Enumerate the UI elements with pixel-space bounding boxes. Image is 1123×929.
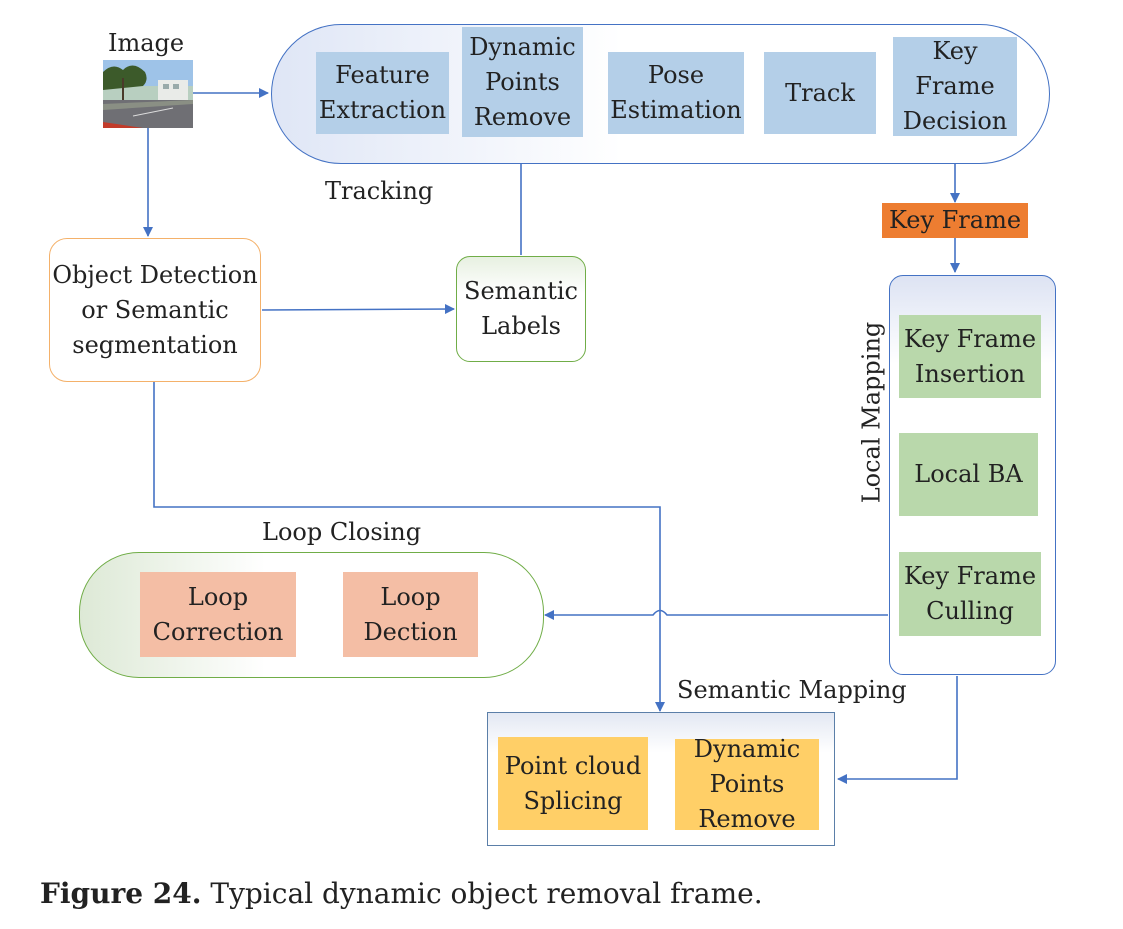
- arrow-local-to-loop: [544, 609, 888, 620]
- dynamic-points-remove-step: Dynamic Points Remove: [462, 27, 583, 137]
- loop-dection-step: Loop Dection: [343, 572, 478, 657]
- key-frame-insertion-step: Key Frame Insertion: [899, 315, 1041, 398]
- tracking-label: Tracking: [325, 177, 434, 205]
- key-frame-decision-step: Key Frame Decision: [893, 37, 1017, 136]
- pose-estimation-step: Pose Estimation: [608, 52, 744, 134]
- loop-closing-label: Loop Closing: [262, 518, 422, 546]
- arrow-detection-to-labels: [261, 304, 455, 315]
- figure-number: Figure 24.: [40, 877, 202, 910]
- key-frame-culling-step: Key Frame Culling: [899, 552, 1041, 636]
- input-image-thumbnail: [103, 60, 193, 128]
- object-detection-box: Object Detection or Semantic segmentatio…: [49, 238, 261, 382]
- local-mapping-label: Local Mapping: [857, 321, 886, 504]
- track-step: Track: [764, 52, 876, 134]
- local-ba-step: Local BA: [899, 433, 1038, 516]
- semantic-dynamic-points-remove-step: Dynamic Points Remove: [675, 735, 819, 833]
- caption-text: Typical dynamic object removal frame.: [210, 877, 763, 910]
- figure-caption: Figure 24. Typical dynamic object remova…: [40, 876, 763, 912]
- semantic-mapping-label: Semantic Mapping: [677, 676, 907, 704]
- semantic-labels-box: Semantic Labels: [456, 256, 586, 362]
- feature-extraction-step: Feature Extraction: [316, 52, 449, 134]
- arrow-local-to-semantic-mapping: [837, 676, 958, 784]
- arrow-detection-to-semantic-mapping: [153, 382, 665, 712]
- image-label: Image: [108, 29, 185, 57]
- loop-correction-step: Loop Correction: [140, 572, 296, 657]
- point-cloud-splicing-step: Point cloud Splicing: [498, 737, 648, 830]
- key-frame-box: Key Frame: [882, 203, 1028, 238]
